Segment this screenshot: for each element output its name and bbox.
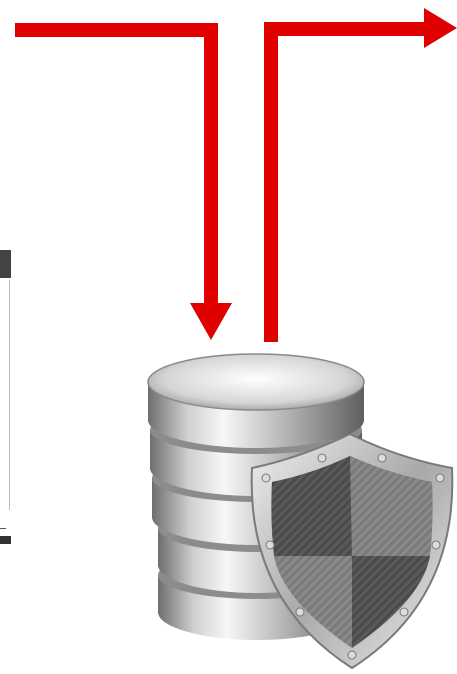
arrow-right-icon: [264, 8, 457, 342]
arrow-down-icon: [15, 23, 232, 340]
